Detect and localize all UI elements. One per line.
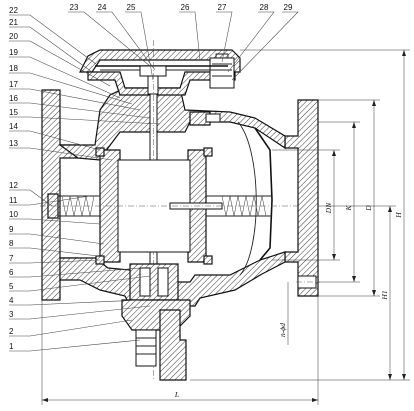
dim-k-label: K <box>344 205 353 212</box>
part-number-label: 25 <box>127 3 136 12</box>
dim-dn-label: DN <box>324 202 333 214</box>
leader-line <box>9 195 91 206</box>
part-number-label: 22 <box>9 6 18 15</box>
part-number-label: 29 <box>284 3 293 12</box>
leader-line <box>227 11 275 73</box>
bottom-fitting <box>121 263 191 381</box>
part-number-label: 15 <box>9 108 18 117</box>
part-number-label: 1 <box>9 342 14 351</box>
leader-line <box>9 319 133 337</box>
leader-line <box>9 102 151 119</box>
dim-height-label: H <box>394 212 403 219</box>
dim-length-label: L <box>174 390 179 399</box>
part-number-label: 10 <box>9 210 18 219</box>
leader-line <box>9 189 53 207</box>
part-number-label: 26 <box>181 3 190 12</box>
part-number-label: 19 <box>9 48 18 57</box>
flange-bolt <box>296 275 320 289</box>
leader-line <box>9 147 113 161</box>
leader-line <box>9 259 101 264</box>
leader-line <box>9 247 99 257</box>
part-number-label: 6 <box>9 268 14 277</box>
part-number-label: 9 <box>9 225 14 234</box>
leader-line <box>231 11 299 81</box>
leader-line <box>96 11 156 71</box>
dim-height1-label: H1 <box>380 290 389 300</box>
leader-line <box>9 299 141 306</box>
part-number-label: 11 <box>9 196 18 205</box>
dimension-lines <box>41 49 410 405</box>
stem-assembly <box>40 40 300 380</box>
part-number-label: 16 <box>9 94 18 103</box>
part-number-label: 4 <box>9 296 14 305</box>
part-number-label: 5 <box>9 282 14 291</box>
leader-line <box>9 233 105 245</box>
leader-line <box>9 56 121 99</box>
part-number-label: 8 <box>9 239 14 248</box>
part-number-label: 24 <box>98 3 107 12</box>
leader-line <box>9 116 161 125</box>
leader-line <box>9 130 101 151</box>
part-number-label: 23 <box>70 3 79 12</box>
leader-line <box>179 11 201 61</box>
part-number-label: 18 <box>9 64 18 73</box>
leader-line <box>68 11 151 67</box>
part-number-label: 21 <box>9 18 18 27</box>
leader-line <box>9 14 97 65</box>
leader-line <box>216 11 233 63</box>
leader-line <box>9 218 101 225</box>
part-number-label: 12 <box>9 181 18 190</box>
part-labels-top: 23 24 25 26 27 28 29 <box>68 3 299 81</box>
leader-line <box>9 339 141 352</box>
leader-line <box>9 267 141 278</box>
leader-line <box>9 305 151 320</box>
part-number-label: 7 <box>9 254 14 263</box>
dim-d-label: D <box>364 205 373 212</box>
part-number-label: 2 <box>9 327 14 336</box>
leader-line <box>9 26 93 73</box>
valve-body <box>41 87 319 307</box>
part-number-label: 28 <box>260 3 269 12</box>
dim-bolts-label: n-ϕd <box>278 323 287 337</box>
part-number-label: 3 <box>9 310 14 319</box>
part-number-label: 13 <box>9 139 18 148</box>
leader-line <box>9 88 141 111</box>
part-number-label: 14 <box>9 122 18 131</box>
part-number-label: 17 <box>9 80 18 89</box>
leader-line <box>125 11 154 81</box>
part-number-label: 20 <box>9 32 18 41</box>
leader-line <box>9 275 151 292</box>
leader-line <box>9 40 111 87</box>
part-number-label: 27 <box>218 3 227 12</box>
leader-line <box>9 72 133 105</box>
dimension-labels: L H H1 D K DN n-ϕd <box>174 202 403 399</box>
